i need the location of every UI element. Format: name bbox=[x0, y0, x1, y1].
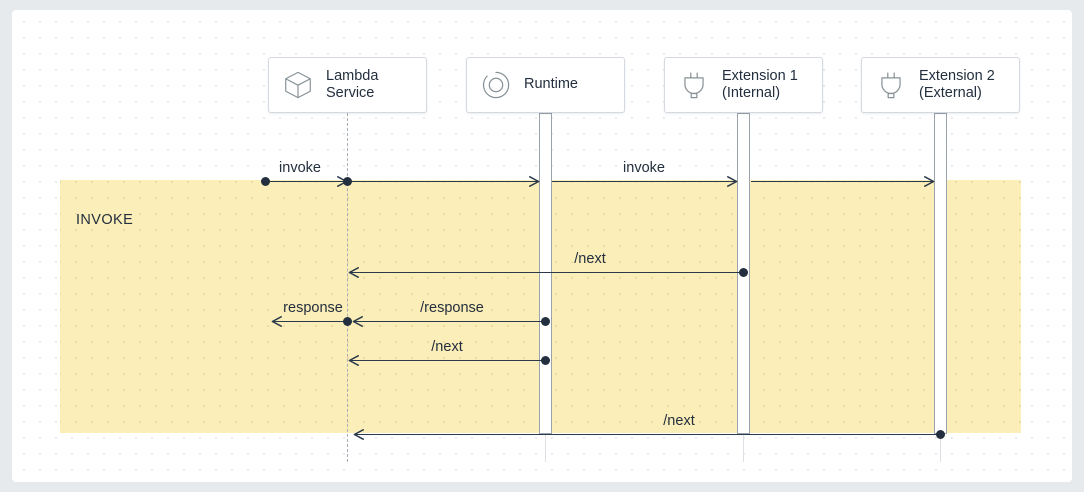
message-line-msg-invoke-runtime bbox=[347, 181, 539, 182]
message-label-msg-response-out: response bbox=[283, 300, 343, 316]
message-arrowhead-msg-response-out bbox=[271, 315, 283, 327]
message-label-msg-invoke-entry: invoke bbox=[279, 160, 321, 176]
participant-label-lambda-service: Lambda Service bbox=[326, 67, 379, 102]
message-origin-dot-msg-response bbox=[540, 316, 550, 326]
message-label-msg-invoke-extensions: invoke bbox=[623, 160, 665, 176]
phase-label-invoke: INVOKE bbox=[76, 212, 134, 228]
message-line-msg-invoke-entry bbox=[265, 181, 347, 182]
message-label-msg-next-ext2: /next bbox=[663, 413, 695, 429]
message-arrowhead-msg-invoke-extensions bbox=[727, 175, 738, 187]
plug-icon bbox=[874, 68, 908, 102]
participant-runtime[interactable]: Runtime bbox=[466, 57, 625, 113]
participant-extension-1[interactable]: Extension 1 (Internal) bbox=[664, 57, 823, 113]
message-line-msg-next-runtime bbox=[349, 360, 545, 361]
message-origin-dot-msg-next-ext2 bbox=[935, 429, 945, 439]
message-arrowhead-msg-invoke-runtime bbox=[529, 175, 540, 187]
plug-icon bbox=[677, 68, 711, 102]
message-origin-dot-msg-response-out bbox=[342, 316, 352, 326]
cube-icon bbox=[281, 68, 315, 102]
message-label-msg-response: /response bbox=[420, 300, 484, 316]
message-line-msg-next-ext1 bbox=[349, 272, 743, 273]
message-line-msg-invoke-extension-2 bbox=[751, 181, 934, 182]
participant-extension-2[interactable]: Extension 2 (External) bbox=[861, 57, 1020, 113]
lifeline-lambda-service bbox=[347, 113, 348, 462]
message-arrowhead-msg-next-ext1 bbox=[348, 266, 360, 278]
participant-lambda-service[interactable]: Lambda Service bbox=[268, 57, 427, 113]
message-arrowhead-msg-next-runtime bbox=[348, 354, 360, 366]
message-label-msg-next-runtime: /next bbox=[431, 339, 463, 355]
message-origin-dot-msg-next-runtime bbox=[540, 355, 550, 365]
message-line-msg-next-ext2 bbox=[354, 434, 940, 435]
participant-label-extension-1: Extension 1 (Internal) bbox=[722, 67, 798, 102]
activation-bar-runtime bbox=[539, 113, 552, 434]
message-arrowhead-msg-next-ext2 bbox=[353, 428, 365, 440]
runtime-circle-icon bbox=[479, 68, 513, 102]
message-arrowhead-msg-response bbox=[352, 315, 364, 327]
message-line-msg-invoke-extensions bbox=[552, 181, 737, 182]
message-origin-dot-msg-invoke-runtime bbox=[342, 176, 352, 186]
message-line-msg-response bbox=[353, 321, 545, 322]
message-origin-dot-msg-invoke-entry bbox=[260, 176, 270, 186]
message-arrowhead-msg-invoke-extension-2 bbox=[924, 175, 935, 187]
participant-label-extension-2: Extension 2 (External) bbox=[919, 67, 995, 102]
message-origin-dot-msg-next-ext1 bbox=[738, 267, 748, 277]
activation-bar-extension-2 bbox=[934, 113, 947, 434]
diagram-canvas: INVOKE invoke invoke/next/response respons… bbox=[12, 10, 1072, 482]
participant-label-runtime: Runtime bbox=[524, 76, 578, 93]
message-label-msg-next-ext1: /next bbox=[574, 251, 606, 267]
message-line-msg-response-out bbox=[272, 321, 347, 322]
